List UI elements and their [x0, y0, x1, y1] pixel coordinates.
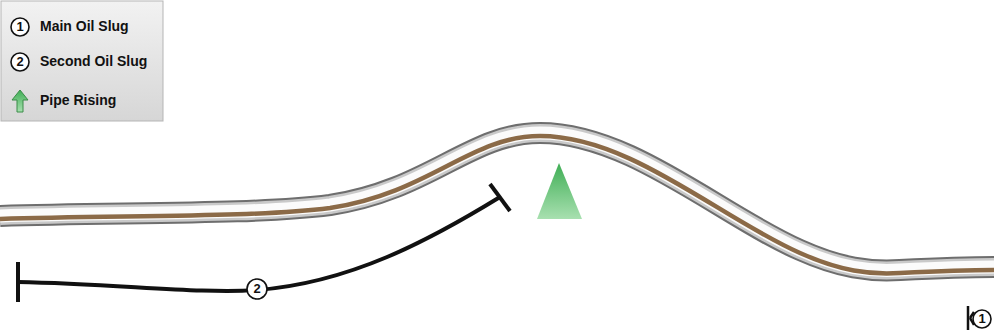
callout-circle: [247, 279, 267, 299]
legend-text: Pipe Rising: [40, 92, 116, 108]
second-oil-slug-line: [18, 184, 510, 302]
legend-callout-number: 1: [10, 17, 30, 37]
pipe: [0, 133, 994, 273]
legend-panel: [1, 1, 163, 121]
callout-number: 1: [972, 309, 992, 329]
main-oil-slug: [0, 136, 994, 273]
legend-callout-circle: [11, 53, 29, 71]
pipe-rising-marker: [537, 163, 582, 219]
callout-circle: [973, 310, 991, 328]
legend-callout-circle: [11, 18, 29, 36]
legend-text: Main Oil Slug: [40, 18, 129, 34]
callout-number: 2: [247, 279, 267, 299]
legend-callout-number: 2: [10, 52, 30, 72]
legend-rising-arrow: [12, 90, 28, 112]
legend-text: Second Oil Slug: [40, 53, 147, 69]
